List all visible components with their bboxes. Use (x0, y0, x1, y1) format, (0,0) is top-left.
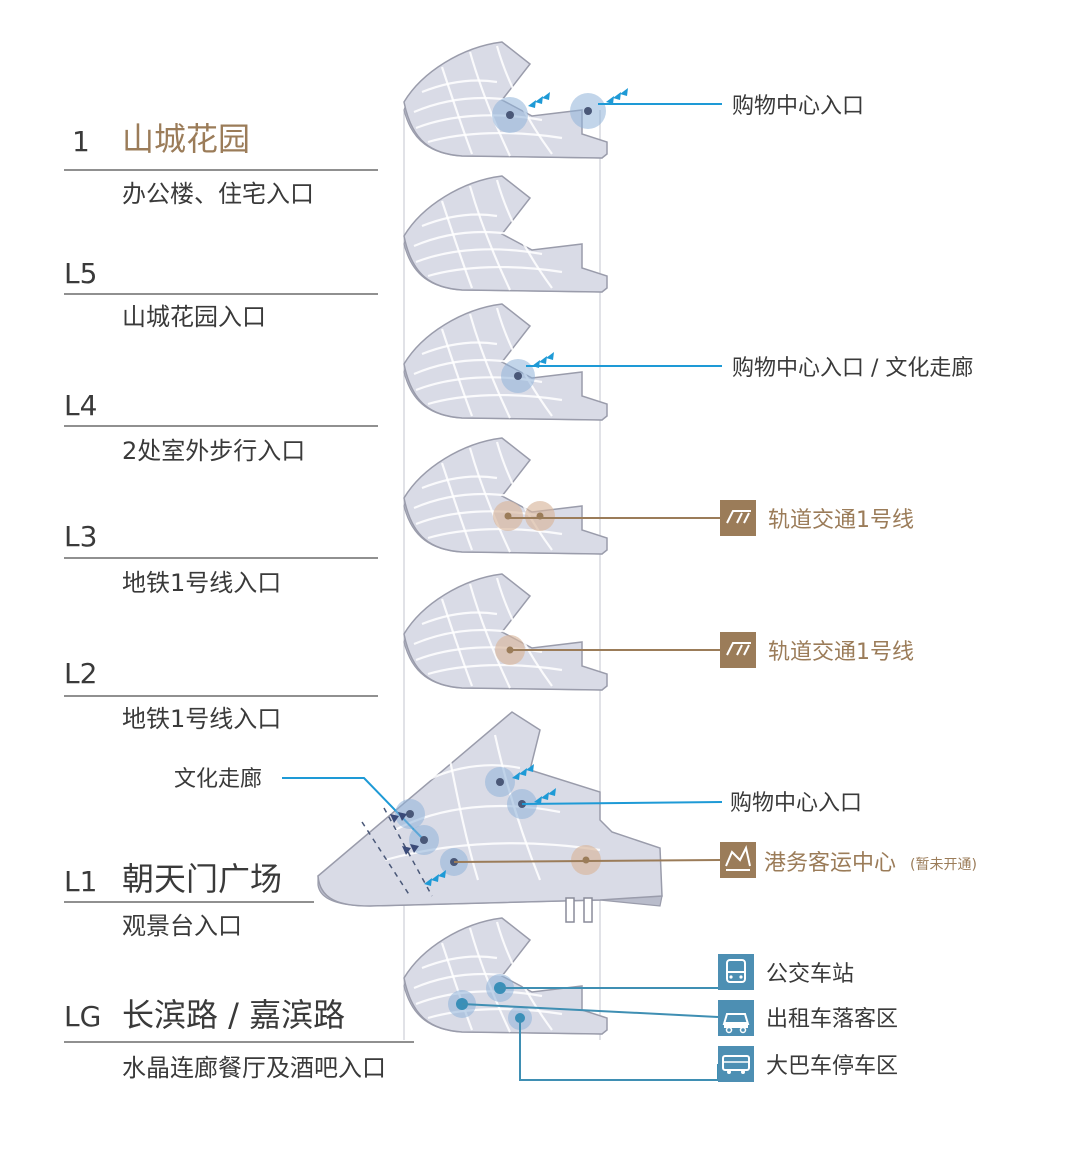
coach-icon (718, 1046, 754, 1082)
callout-label: 轨道交通1号线 (768, 640, 914, 665)
level-entry: 地铁1号线入口 (122, 705, 281, 733)
l2-metro-entrance: 轨道交通1号线 (495, 632, 914, 668)
level-code: L3 (64, 520, 97, 553)
leader-line (461, 1003, 719, 1018)
level-l1-label: L1 朝天门广场 观景台入口 (64, 860, 314, 940)
floor-slab-l3 (402, 436, 609, 556)
entrance-dot (496, 778, 504, 786)
l1-mall-entrance: 购物中心入口 (424, 764, 862, 886)
level-roof-label: 1 山城花园 办公楼、住宅入口 (64, 120, 378, 208)
l3-metro-entrance: 轨道交通1号线 (493, 500, 914, 536)
floor-slab-l4 (402, 302, 609, 422)
l1-culture-corridor: 文化走廊 (174, 767, 439, 855)
level-entry: 办公楼、住宅入口 (122, 180, 314, 208)
entrance-dot (406, 810, 414, 818)
level-entry: 2处室外步行入口 (122, 437, 305, 465)
level-entry: 观景台入口 (122, 912, 242, 940)
metro-logo-icon (720, 500, 756, 536)
leader-line (453, 859, 721, 863)
floor-slab-l5 (402, 174, 609, 294)
level-code: L5 (64, 257, 97, 290)
callout-label: 大巴车停车区 (766, 1054, 898, 1079)
callout-label: 公交车站 (766, 962, 854, 987)
callout-label: 轨道交通1号线 (768, 508, 914, 533)
callout-label: 文化走廊 (174, 767, 262, 792)
level-code: 1 (72, 125, 90, 158)
l1-port-terminal: 港务客运中心 (暂未开通) (453, 842, 977, 878)
callout-label: 购物中心入口 / 文化走廊 (732, 356, 973, 381)
arrow-icon (606, 88, 628, 104)
level-entry: 水晶连廊餐厅及酒吧入口 (122, 1054, 386, 1082)
level-code: LG (64, 1000, 101, 1033)
level-code: L1 (64, 865, 97, 898)
metro-logo-icon (720, 632, 756, 668)
callout-label: 出租车落客区 (766, 1007, 898, 1032)
callout-label: 购物中心入口 (732, 94, 864, 119)
level-l3-label: L3 地铁1号线入口 (64, 520, 378, 597)
l4-mall-entrance: 购物中心入口 / 文化走廊 (501, 352, 973, 393)
ferry-terminal-icon (720, 842, 756, 878)
entrance-dot (506, 111, 514, 119)
floor-slab-l2 (402, 572, 609, 692)
level-code: L2 (64, 657, 97, 690)
callout-label: 港务客运中心 (764, 851, 896, 876)
floor-slab-l1 (317, 711, 663, 923)
arrow-icon (528, 92, 550, 108)
level-name: 长滨路 / 嘉滨路 (122, 996, 345, 1034)
level-entry: 地铁1号线入口 (122, 569, 281, 597)
level-lg-label: LG 长滨路 / 嘉滨路 水晶连廊餐厅及酒吧入口 (64, 996, 414, 1082)
level-name: 山城花园 (122, 120, 250, 158)
lg-transport: 公交车站 出租车落客区 大巴车停车区 (448, 954, 898, 1082)
level-entry: 山城花园入口 (122, 303, 266, 331)
entrance-dot (420, 836, 428, 844)
level-code: L4 (64, 389, 97, 422)
callout-note: (暂未开通) (910, 857, 977, 873)
level-name: 朝天门广场 (122, 860, 282, 898)
entrance-dot (514, 372, 522, 380)
leader-line (521, 801, 723, 805)
roof-mall-entrance: 购物中心入口 (492, 88, 864, 133)
level-l4-label: L4 2处室外步行入口 (64, 389, 378, 465)
entrance-dot (584, 107, 592, 115)
bus-icon (718, 954, 754, 990)
taxi-icon (718, 1000, 754, 1036)
callout-label: 购物中心入口 (730, 791, 862, 816)
level-l5-label: L5 山城花园入口 (64, 257, 378, 331)
level-l2-label: L2 地铁1号线入口 (64, 657, 378, 733)
